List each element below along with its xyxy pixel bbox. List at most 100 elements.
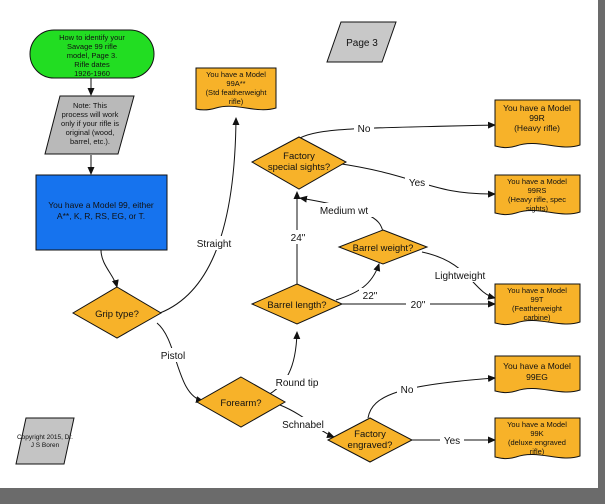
models-line-2: A**, K, R, RS, EG, or T. bbox=[57, 211, 145, 221]
result-99a-line-4: rifle) bbox=[229, 97, 244, 106]
result-99r: You have a Model 99R (Heavy rifle) bbox=[494, 99, 581, 149]
edge-label-lightweight: Lightweight bbox=[435, 271, 486, 282]
edge-label-sights-no: No bbox=[358, 124, 371, 135]
label-bg-eng-no bbox=[397, 382, 417, 396]
engraved-diamond bbox=[326, 417, 414, 463]
edge-label-eng-yes: Yes bbox=[444, 436, 460, 447]
start-line-4: Rifle dates bbox=[74, 60, 110, 69]
note-line-1: Note: This bbox=[73, 101, 107, 110]
decision-barrel-length: Barrel length? bbox=[250, 283, 344, 325]
engraved-line-1: Factory bbox=[354, 429, 386, 440]
start-line-5: 1926-1960 bbox=[74, 69, 110, 78]
result-99k-shape bbox=[494, 417, 581, 460]
decision-forearm: Forearm? bbox=[195, 376, 287, 428]
label-bg-sights-yes bbox=[405, 175, 429, 189]
result-99t-line-1: You have a Model bbox=[507, 286, 567, 295]
edge-label-20: 20" bbox=[411, 300, 426, 311]
result-99k-line-1: You have a Model bbox=[507, 420, 567, 429]
decision-special-sights: Factory special sights? bbox=[250, 136, 348, 190]
result-99t-line-3: (Featherweight bbox=[512, 304, 563, 313]
result-99eg-line-2: 99EG bbox=[526, 372, 548, 382]
label-bg-sights-no bbox=[354, 121, 374, 135]
note-line-3: only if your rifle is bbox=[61, 119, 119, 128]
result-99a: You have a Model 99A** (Std featherweigh… bbox=[195, 67, 277, 111]
result-99rs-line-1: You have a Model bbox=[507, 177, 567, 186]
result-99r-shape bbox=[494, 99, 581, 149]
result-99k-line-4: rifle) bbox=[530, 447, 545, 456]
result-99k-line-2: 99K bbox=[530, 429, 543, 438]
barrel-weight-label: Barrel weight? bbox=[353, 243, 414, 254]
result-99rs-shape bbox=[494, 174, 581, 216]
edge-length-to-weight bbox=[335, 263, 381, 301]
sights-line-1: Factory bbox=[283, 151, 315, 162]
label-bg-schnabel bbox=[280, 417, 326, 431]
label-bg-20 bbox=[406, 297, 430, 311]
result-99eg: You have a Model 99EG bbox=[494, 355, 581, 394]
edge-grip-to-forearm bbox=[156, 322, 204, 403]
forearm-diamond bbox=[195, 376, 287, 428]
edge-labels: Straight Pistol Round tip Schnabel 24" 2… bbox=[157, 121, 488, 447]
engraved-line-2: engraved? bbox=[348, 440, 393, 451]
result-99rs-line-2: 99RS bbox=[528, 186, 547, 195]
edge-label-medium-wt: Medium wt bbox=[320, 206, 369, 217]
edge-label-schnabel: Schnabel bbox=[282, 420, 324, 431]
note-line-2: process will work bbox=[62, 110, 119, 119]
sights-line-2: special sights? bbox=[268, 162, 330, 173]
barrel-weight-diamond bbox=[337, 229, 429, 265]
page-label: Page 3 bbox=[346, 38, 378, 49]
result-99a-shape bbox=[195, 67, 277, 111]
copyright-line-1: Copyright 2015, Dr. bbox=[17, 434, 73, 441]
start-node: How to identify your Savage 99 rifle mod… bbox=[29, 29, 155, 79]
label-bg-medium-wt bbox=[314, 203, 374, 217]
copyright-node: Copyright 2015, Dr. J S Boren bbox=[15, 417, 75, 465]
result-99t-shape bbox=[494, 283, 581, 326]
label-bg-eng-yes bbox=[440, 433, 464, 447]
result-99k-line-3: (deluxe engraved bbox=[508, 438, 566, 447]
result-99t-line-2: 99T bbox=[531, 295, 544, 304]
result-99eg-shape bbox=[494, 355, 581, 394]
result-99r-line-1: You have a Model bbox=[503, 103, 571, 113]
result-99t-line-4: carbine) bbox=[523, 313, 551, 322]
label-bg-round-tip bbox=[272, 375, 322, 389]
label-bg-lightweight bbox=[432, 268, 488, 282]
models-line-1: You have a Model 99, either bbox=[48, 200, 154, 210]
result-99a-line-1: You have a Model bbox=[206, 70, 266, 79]
label-bg-pistol bbox=[157, 348, 189, 362]
page-label-node: Page 3 bbox=[326, 21, 397, 63]
result-99r-line-3: (Heavy rifle) bbox=[514, 123, 560, 133]
result-99rs-line-3: (Heavy rifle, spec bbox=[508, 195, 566, 204]
edge-label-22: 22" bbox=[363, 291, 378, 302]
start-line-2: Savage 99 rifle bbox=[67, 42, 117, 51]
forearm-label: Forearm? bbox=[220, 398, 261, 409]
result-99eg-line-1: You have a Model bbox=[503, 361, 571, 371]
sights-diamond bbox=[250, 136, 348, 190]
page-label-shape bbox=[326, 21, 397, 63]
note-line-4: original (wood, bbox=[66, 128, 115, 137]
result-99rs: You have a Model 99RS (Heavy rifle, spec… bbox=[494, 174, 581, 216]
start-line-1: How to identify your bbox=[59, 33, 125, 42]
result-99r-line-2: 99R bbox=[529, 113, 545, 123]
barrel-length-diamond bbox=[250, 283, 344, 325]
result-99a-line-3: (Std featherweight bbox=[206, 88, 268, 97]
edge-grip-to-a bbox=[159, 117, 240, 314]
grip-diamond bbox=[72, 286, 162, 339]
grip-label: Grip type? bbox=[95, 309, 139, 320]
label-bg-22 bbox=[359, 288, 381, 302]
label-bg-straight bbox=[192, 236, 236, 250]
label-bg-24 bbox=[287, 230, 309, 244]
edge-label-24: 24" bbox=[291, 233, 306, 244]
decision-grip-type: Grip type? bbox=[72, 286, 162, 339]
edge-label-pistol: Pistol bbox=[161, 351, 185, 362]
start-shape bbox=[29, 29, 155, 79]
edge-label-eng-no: No bbox=[401, 385, 414, 396]
edge-models-to-grip bbox=[100, 249, 119, 288]
result-99t: You have a Model 99T (Featherweight carb… bbox=[494, 283, 581, 326]
edge-forearm-to-barrel-length bbox=[267, 331, 301, 396]
note-line-5: barrel, etc.). bbox=[70, 137, 110, 146]
models-shape bbox=[35, 174, 168, 251]
decision-barrel-weight: Barrel weight? bbox=[337, 229, 429, 265]
edge-label-round-tip: Round tip bbox=[276, 378, 319, 389]
copyright-line-2: J S Boren bbox=[31, 442, 60, 449]
